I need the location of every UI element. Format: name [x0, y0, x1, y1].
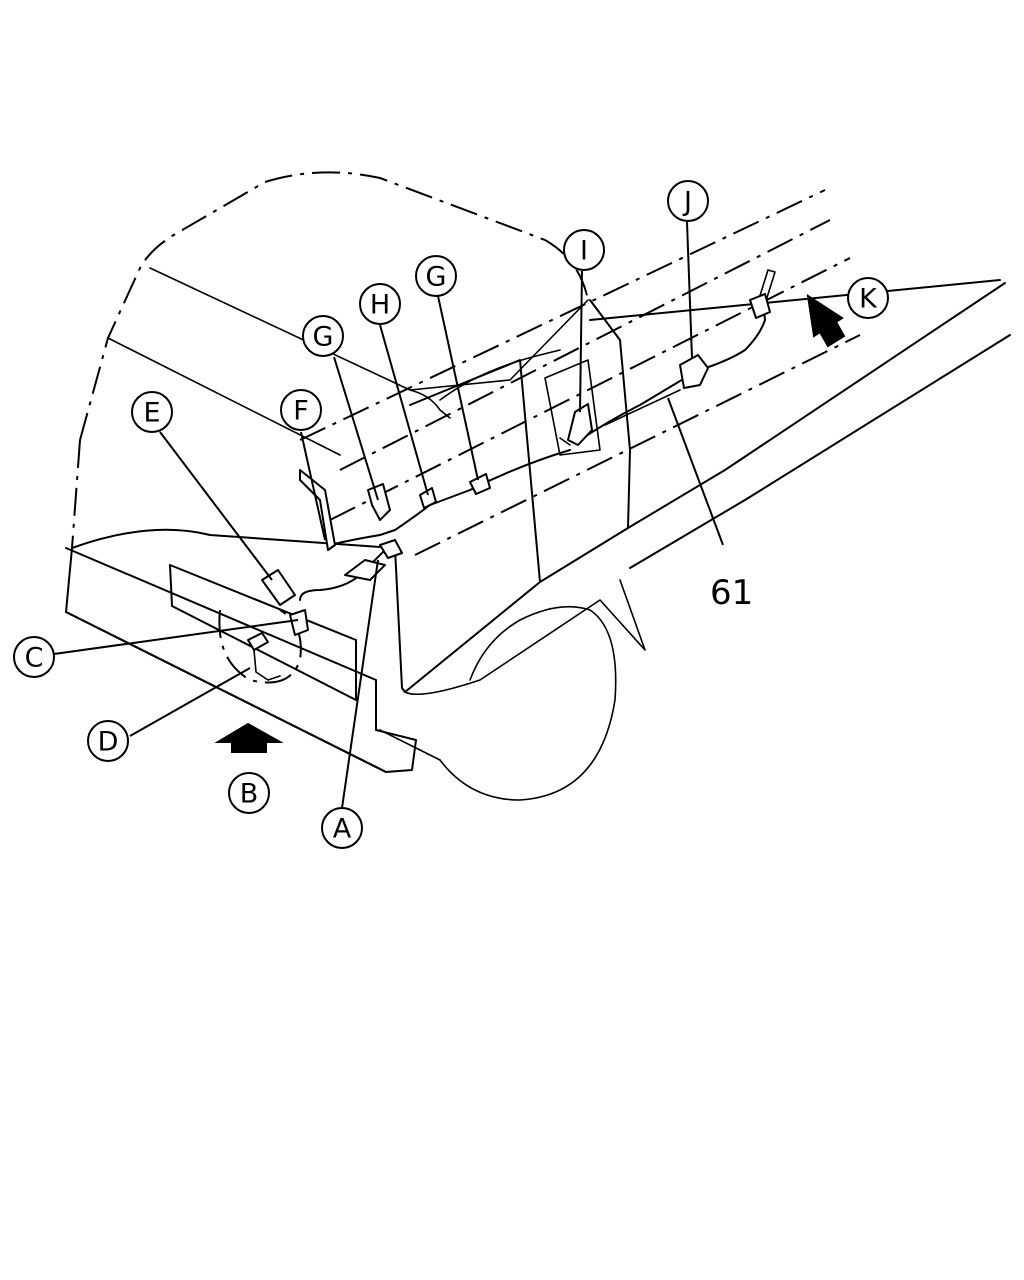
svg-text:K: K: [859, 284, 878, 315]
svg-text:C: C: [25, 643, 44, 674]
callout-f: F: [280, 389, 322, 431]
view-arrow-b: [214, 722, 284, 753]
svg-text:G: G: [313, 322, 334, 353]
cab-side: [379, 299, 646, 761]
svg-text:H: H: [370, 290, 390, 321]
callout-a: A: [321, 807, 363, 849]
frame-rails: [299, 189, 1011, 569]
callout-e: E: [131, 391, 173, 433]
brackets: [247, 293, 771, 681]
callout-j: J: [667, 180, 709, 222]
svg-text:G: G: [426, 262, 447, 293]
view-arrow-k: [806, 293, 846, 348]
cab-outline: [71, 171, 589, 549]
callout-k: K: [847, 277, 889, 319]
svg-text:I: I: [580, 236, 588, 267]
part-number-label: 61: [710, 573, 753, 613]
callout-d: D: [87, 720, 129, 762]
callout-g-front: G: [302, 315, 344, 357]
front-bumper: [65, 528, 417, 773]
svg-text:E: E: [143, 398, 160, 429]
leader-lines: [53, 221, 724, 809]
callout-i: I: [563, 229, 605, 271]
front-wheel: [218, 605, 617, 801]
callout-b: B: [228, 772, 270, 814]
callout-h: H: [359, 283, 401, 325]
svg-text:F: F: [293, 396, 309, 427]
svg-text:D: D: [98, 727, 119, 758]
svg-text:A: A: [333, 814, 352, 845]
svg-text:B: B: [240, 779, 259, 810]
svg-text:J: J: [682, 187, 692, 218]
callout-g-rear: G: [415, 255, 457, 297]
callout-c: C: [13, 636, 55, 678]
